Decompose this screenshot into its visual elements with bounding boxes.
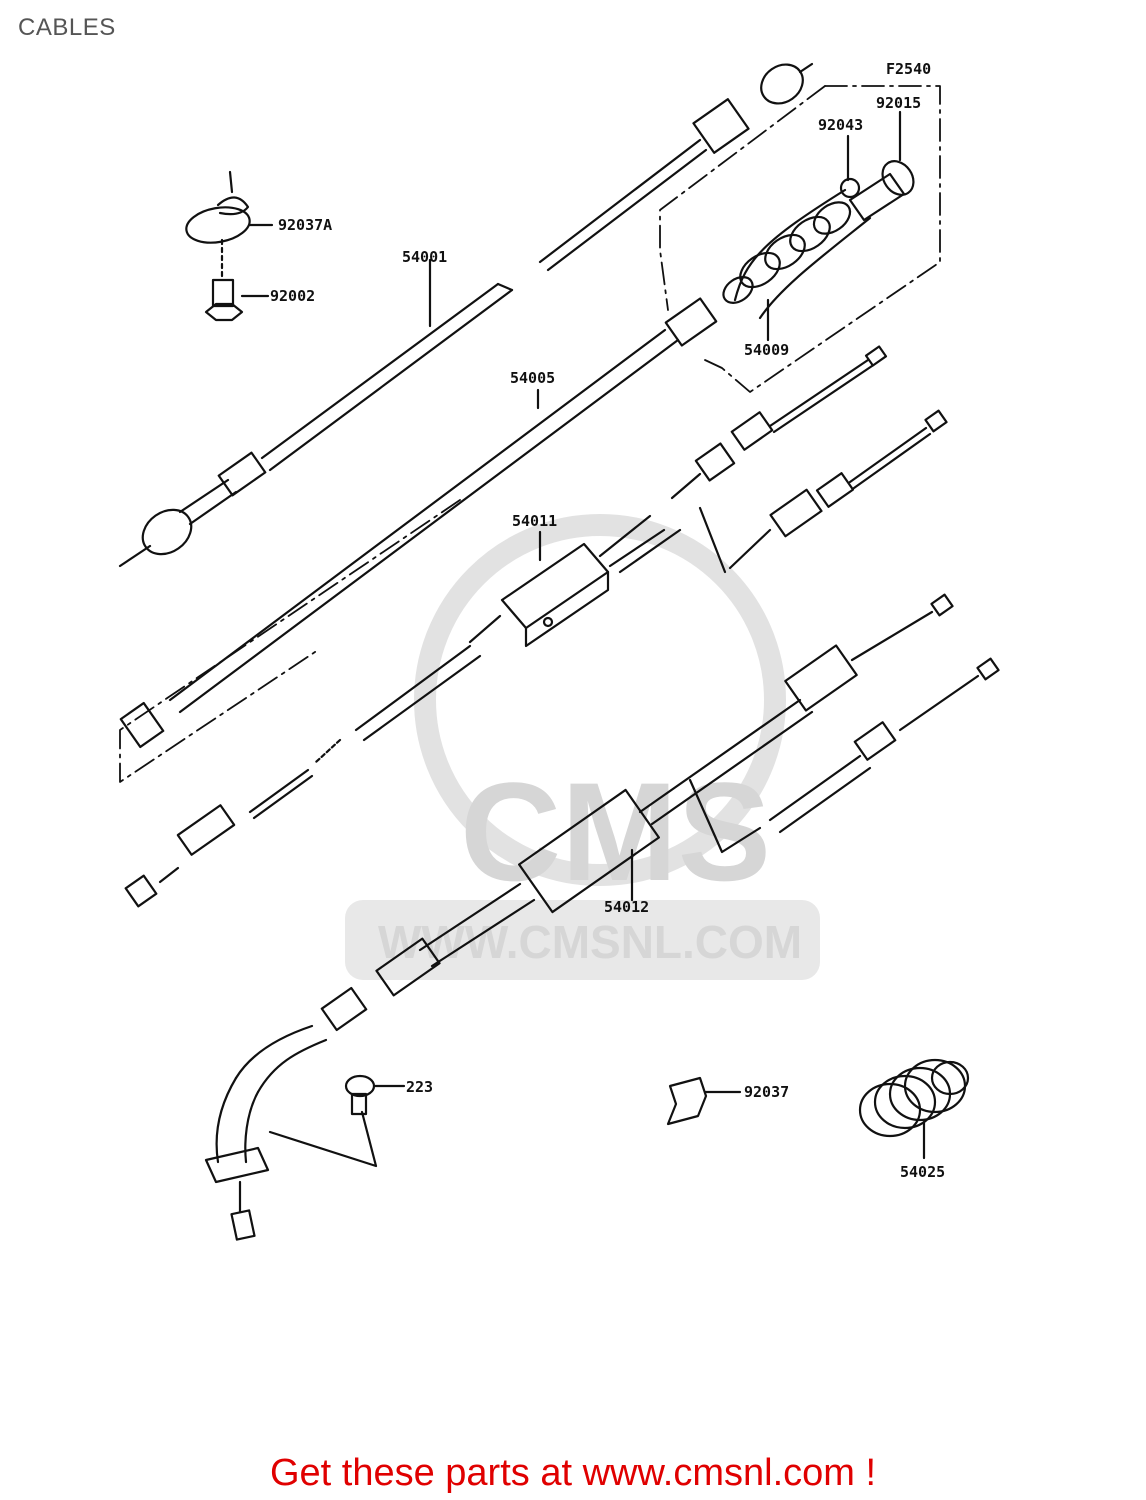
label-92043: 92043	[818, 116, 863, 134]
cable-clutch-lower	[698, 409, 948, 574]
label-54025: 54025	[900, 1163, 945, 1181]
cable-lower-right	[768, 657, 1000, 834]
junction-54011	[124, 514, 682, 908]
assembly-54009	[722, 110, 915, 342]
clip-92037A	[185, 170, 274, 244]
label-54011: 54011	[512, 512, 557, 530]
spring-54025	[858, 1058, 970, 1160]
label-54001: 54001	[402, 248, 447, 266]
part-labels: F2540 92015 92043 92037A 54001 92002 540…	[270, 60, 945, 1181]
bolt-92002	[204, 238, 270, 322]
cable-54012	[204, 593, 954, 1241]
clamp-92037	[666, 1076, 742, 1126]
cta-link[interactable]: Get these parts at www.cmsnl.com !	[269, 1452, 877, 1494]
label-92015: 92015	[876, 94, 921, 112]
label-54009: 54009	[744, 341, 789, 359]
cable-upper	[538, 62, 814, 272]
label-54005: 54005	[510, 369, 555, 387]
watermark-url: WWW.CMSNL.COM	[378, 916, 802, 968]
label-figure-code: F2540	[886, 60, 931, 78]
screw-223	[268, 1074, 406, 1168]
cable-clutch-upper	[670, 345, 888, 500]
label-92037A: 92037A	[278, 216, 332, 234]
label-223: 223	[406, 1078, 433, 1096]
page-title: CABLES	[18, 14, 116, 41]
label-92037: 92037	[744, 1083, 789, 1101]
watermark-brand: CMS	[460, 753, 771, 910]
label-54012: 54012	[604, 898, 649, 916]
watermark: CMS WWW.CMSNL.COM	[345, 514, 820, 980]
frame-lines	[119, 85, 941, 783]
cable-54005	[119, 297, 718, 749]
label-92002: 92002	[270, 287, 315, 305]
cable-54001	[118, 258, 514, 568]
